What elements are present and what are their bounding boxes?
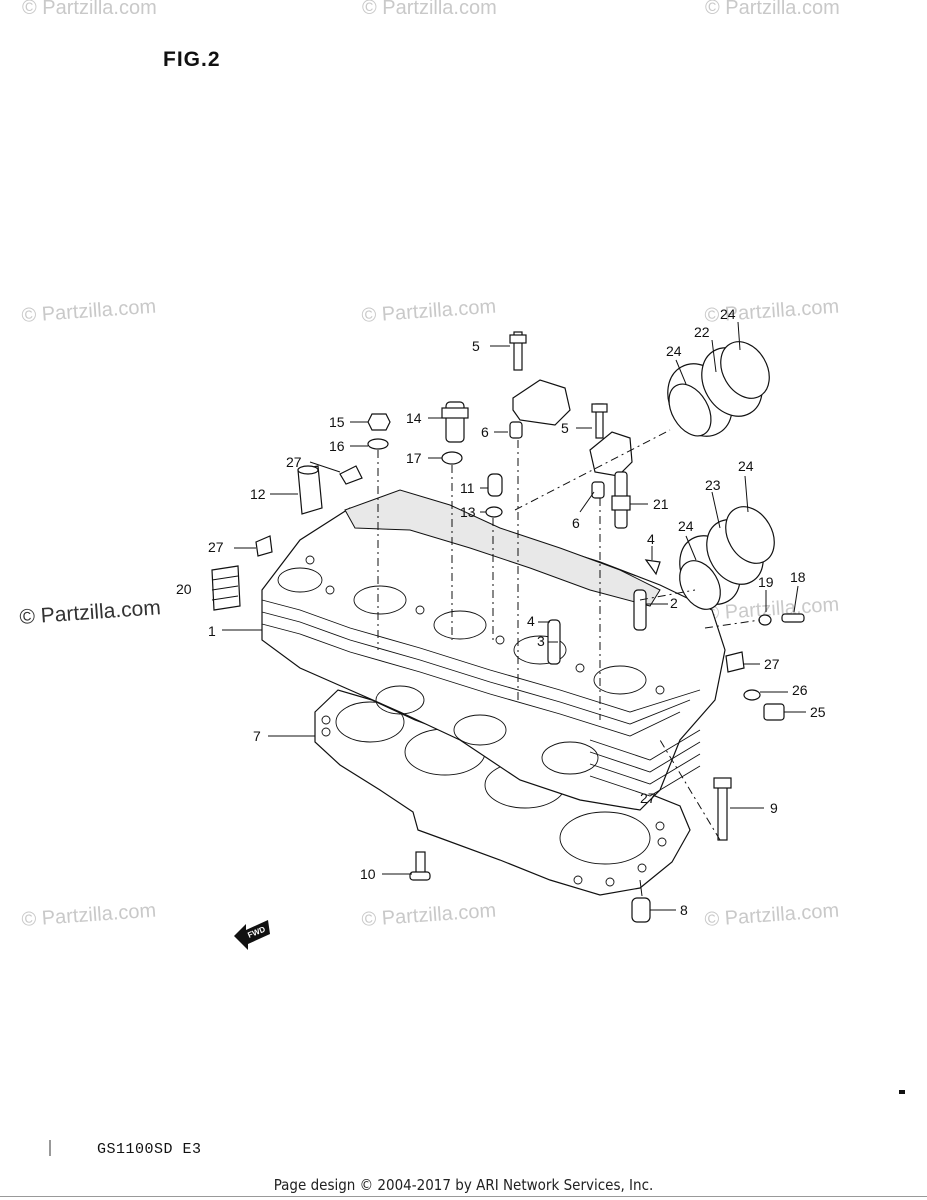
callout-16: 16 — [329, 438, 345, 454]
callout-6b: 6 — [572, 515, 580, 531]
watermark: © Partzilla.com — [704, 900, 840, 931]
callout-20: 20 — [176, 581, 192, 597]
watermark: © Partzilla.com — [21, 296, 157, 327]
callout-10: 10 — [360, 866, 376, 882]
callout-22: 22 — [694, 324, 710, 340]
fwd-arrow: FWD — [234, 920, 270, 950]
callout-15: 15 — [329, 414, 345, 430]
bolts-and-dowels — [409, 613, 805, 923]
callout-21: 21 — [653, 496, 669, 512]
callout-18: 18 — [790, 569, 806, 585]
small-parts — [211, 401, 745, 673]
callout-27c: 27 — [764, 656, 780, 672]
callout-26: 26 — [792, 682, 808, 698]
callout-23: 23 — [705, 477, 721, 493]
callout-7: 7 — [253, 728, 261, 744]
callout-3: 3 — [537, 633, 545, 649]
footer-divider — [0, 1196, 927, 1197]
callout-5b: 5 — [561, 420, 569, 436]
callout-27b: 27 — [208, 539, 224, 555]
footer-copyright: Page design © 2004-2017 by ARI Network S… — [273, 1176, 654, 1194]
watermark: © Partzilla.com — [362, 0, 497, 19]
watermark: © Partzilla.com — [361, 900, 497, 931]
intake-pipes — [667, 341, 775, 610]
callout-8: 8 — [680, 902, 688, 918]
watermark: © Partzilla.com — [361, 296, 497, 327]
callout-14: 14 — [406, 410, 422, 426]
callout-27a: 27 — [286, 454, 302, 470]
callout-9: 9 — [770, 800, 778, 816]
watermark: © Partzilla.com — [22, 0, 157, 19]
callout-4b: 4 — [647, 531, 655, 547]
watermark: © Partzilla.com — [705, 0, 840, 19]
callout-24a: 24 — [720, 306, 736, 322]
model-code: GS1100SD E3 — [97, 1141, 202, 1158]
callout-6: 6 — [481, 424, 489, 440]
callout-5: 5 — [472, 338, 480, 354]
callout-11: 11 — [460, 480, 475, 496]
callout-13: 13 — [460, 504, 476, 520]
callout-12: 12 — [250, 486, 266, 502]
callout-24c: 24 — [738, 458, 754, 474]
head-gasket — [314, 689, 691, 896]
callout-4: 4 — [527, 613, 535, 629]
callout-19: 19 — [758, 574, 774, 590]
callout-27d: 27 — [640, 790, 656, 806]
spark-plug-and-pins — [547, 471, 661, 665]
leader-lines — [222, 321, 806, 911]
callout-24b: 24 — [666, 343, 682, 359]
callout-1: 1 — [208, 623, 216, 639]
callout-labels: 1 2 3 4 4 5 5 6 6 7 8 9 10 11 12 13 14 1… — [176, 306, 826, 918]
cam-journal-holders — [509, 331, 633, 499]
alignment-lines — [377, 429, 761, 841]
callout-24d: 24 — [678, 518, 694, 534]
callout-2: 2 — [670, 595, 678, 611]
callout-25: 25 — [810, 704, 826, 720]
callout-17: 17 — [406, 450, 422, 466]
scan-marks — [49, 1090, 905, 1156]
figure-title: FIG.2 — [163, 48, 221, 71]
watermark: © Partzilla.com — [21, 900, 157, 931]
watermark-dark: © Partzilla.com — [19, 596, 162, 629]
